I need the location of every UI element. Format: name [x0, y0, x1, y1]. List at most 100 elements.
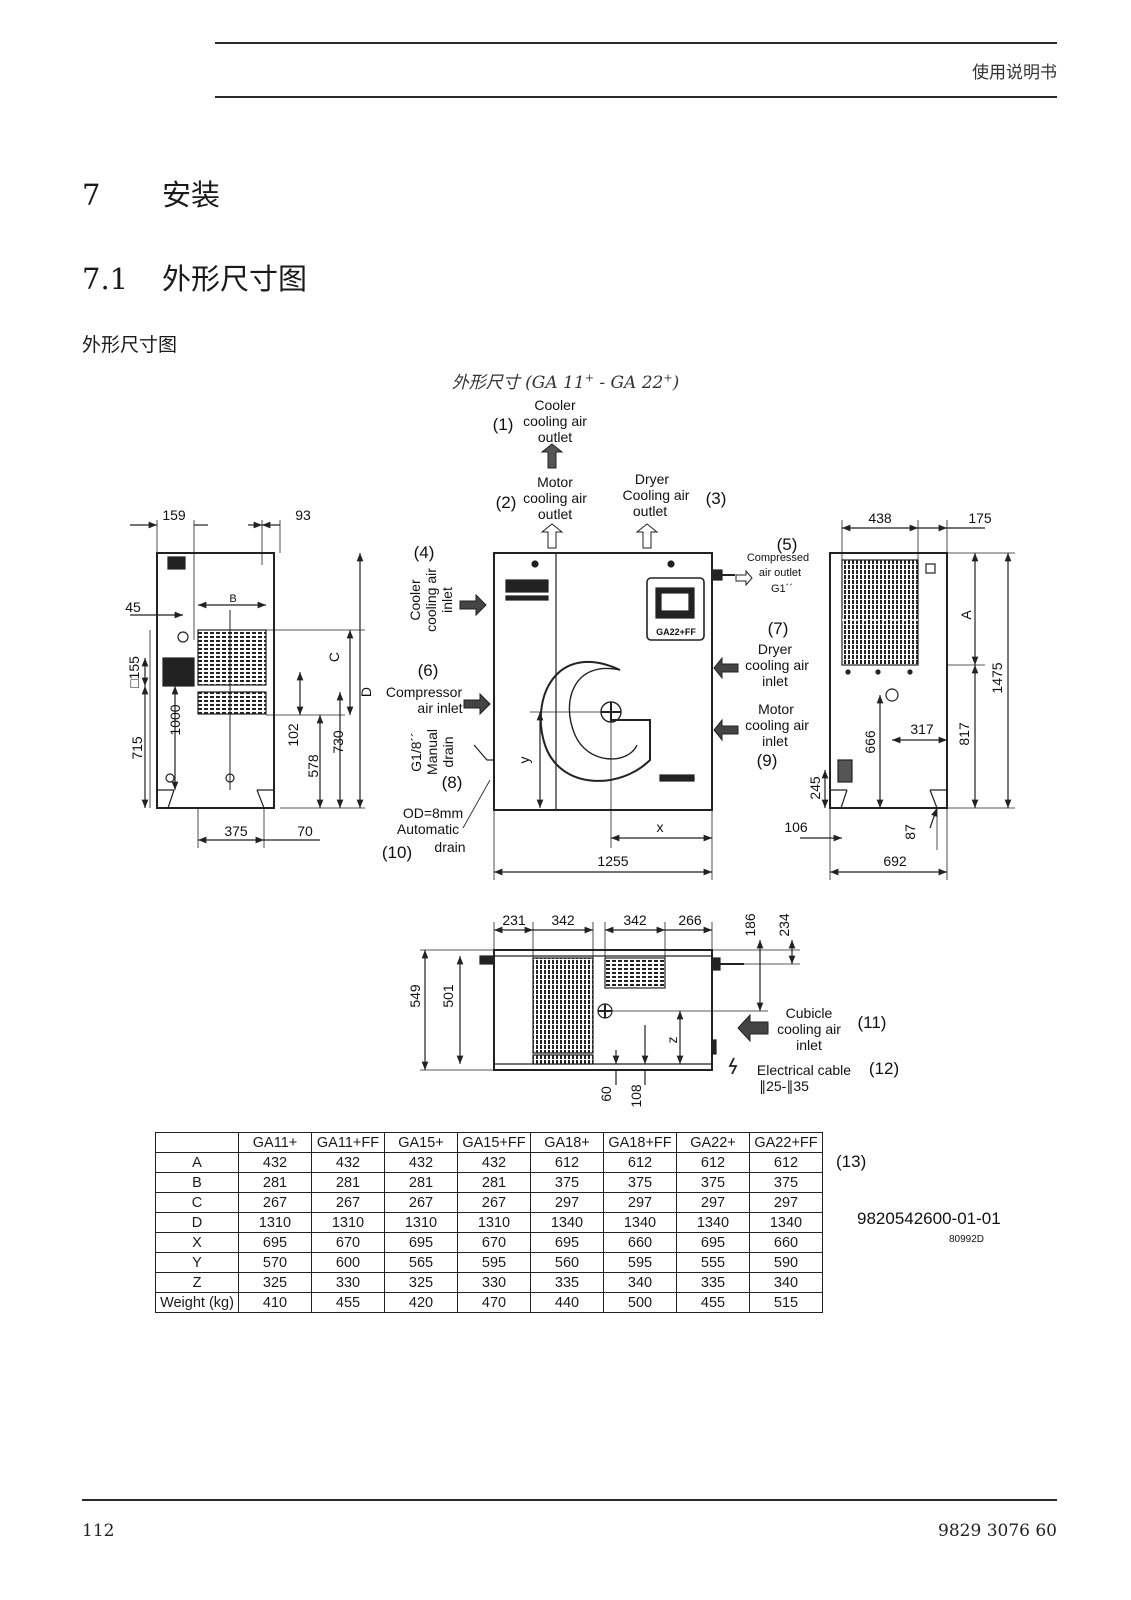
callout-8-line1: G1/8´´ [408, 732, 424, 772]
dim-186: 186 [742, 913, 758, 937]
callout-7-line3: inlet [762, 673, 788, 689]
table-cell: 555 [676, 1252, 750, 1273]
table-cell: 440 [530, 1292, 604, 1313]
callout-6-number: (6) [418, 661, 439, 680]
dim-x: x [657, 819, 664, 835]
callout-1-line1: Cooler [534, 397, 576, 413]
table-cell: 281 [238, 1172, 312, 1193]
callout-9-line3: inlet [762, 733, 788, 749]
row-label: Weight (kg) [155, 1292, 239, 1313]
dim-45: 45 [125, 599, 141, 615]
dim-175: 175 [968, 510, 992, 526]
column-header: GA11+FF [311, 1132, 385, 1153]
top-view [479, 949, 744, 1071]
callout-11-number: (11) [858, 1013, 887, 1032]
dim-102: 102 [285, 723, 301, 747]
table-cell: 612 [603, 1152, 677, 1173]
table-cell: 281 [457, 1172, 531, 1193]
callout-1-line2: cooling air [523, 413, 587, 429]
table-cell: 695 [530, 1232, 604, 1253]
dim-578: 578 [305, 754, 321, 778]
callout-2-number: (2) [496, 493, 517, 512]
page-number: 112 [82, 1521, 115, 1541]
callout-10-line2: Automatic [397, 821, 459, 837]
header-top-rule [215, 42, 1057, 44]
row-label: B [155, 1172, 239, 1193]
table-cell: 432 [238, 1152, 312, 1173]
callout-9-line1: Motor [758, 701, 794, 717]
callout-2-line1: Motor [537, 474, 573, 490]
callout-2-line2: cooling air [523, 490, 587, 506]
callout-4-line2: cooling air [423, 568, 439, 632]
subsection-title: 外形尺寸图 [162, 262, 308, 296]
table-cell: 612 [676, 1152, 750, 1173]
column-header: GA15+FF [457, 1132, 531, 1153]
table-cell: 267 [238, 1192, 312, 1213]
table-cell: 570 [238, 1252, 312, 1273]
dim-1255: 1255 [597, 853, 628, 869]
callout-10-number: (10) [382, 843, 412, 862]
dim-60: 60 [598, 1086, 614, 1102]
table-cell: 500 [603, 1292, 677, 1313]
callout-8-line3: drain [440, 736, 456, 767]
figure-label: 外形尺寸图 [82, 334, 178, 356]
callout-12-line2: ∥25-∥35 [759, 1078, 809, 1094]
dim-730: 730 [330, 730, 346, 754]
dim-666: 666 [862, 730, 878, 754]
section-number: 7 [82, 178, 101, 212]
dim-231: 231 [502, 912, 526, 928]
callout-6-line2: air inlet [417, 700, 462, 716]
callout-9-line2: cooling air [745, 717, 809, 733]
table-cell: 1340 [603, 1212, 677, 1233]
dim-342b: 342 [623, 912, 647, 928]
column-header: GA15+ [384, 1132, 458, 1153]
header-label: 使用说明书 [972, 63, 1057, 83]
table-cell: 297 [603, 1192, 677, 1213]
callout-3-line3: outlet [633, 503, 667, 519]
footer-rule [82, 1499, 1057, 1501]
column-header: GA11+ [238, 1132, 312, 1153]
dimension-drawing: (1) Cooler cooling air outlet (2) Motor … [125, 397, 1015, 1108]
callout-12-number: (12) [869, 1059, 899, 1078]
table-cell: 515 [749, 1292, 823, 1313]
dim-C: C [326, 652, 342, 662]
dim-A: A [958, 610, 974, 620]
column-header: GA18+ [530, 1132, 604, 1153]
table-cell: 560 [530, 1252, 604, 1273]
table-cell: 281 [311, 1172, 385, 1193]
callout-7-line2: cooling air [745, 657, 809, 673]
dim-234: 234 [776, 913, 792, 937]
table-cell: 455 [676, 1292, 750, 1313]
table-cell: 612 [530, 1152, 604, 1173]
table-cell: 281 [384, 1172, 458, 1193]
table-cell: 670 [457, 1232, 531, 1253]
table-cell: 297 [749, 1192, 823, 1213]
column-header: GA18+FF [603, 1132, 677, 1153]
dim-549: 549 [407, 984, 423, 1008]
callout-7-number: (7) [768, 619, 789, 638]
table-cell: 455 [311, 1292, 385, 1313]
dim-z: z [664, 1037, 680, 1044]
table-cell: 670 [311, 1232, 385, 1253]
callout-5-line2: air outlet [759, 567, 801, 579]
table-cell: 297 [530, 1192, 604, 1213]
dim-1000: 1000 [167, 704, 183, 735]
table-cell: 1310 [457, 1212, 531, 1233]
table-cell: 375 [749, 1172, 823, 1193]
table-cell: 335 [530, 1272, 604, 1293]
table-cell: 297 [676, 1192, 750, 1213]
table-cell: 325 [238, 1272, 312, 1293]
dim-245: 245 [807, 776, 823, 800]
dim-715: 715 [129, 736, 145, 760]
callout-10-line3: drain [434, 839, 465, 855]
table-cell: 340 [749, 1272, 823, 1293]
dim-342a: 342 [551, 912, 575, 928]
table-cell: 375 [676, 1172, 750, 1193]
table-cell: 1310 [384, 1212, 458, 1233]
